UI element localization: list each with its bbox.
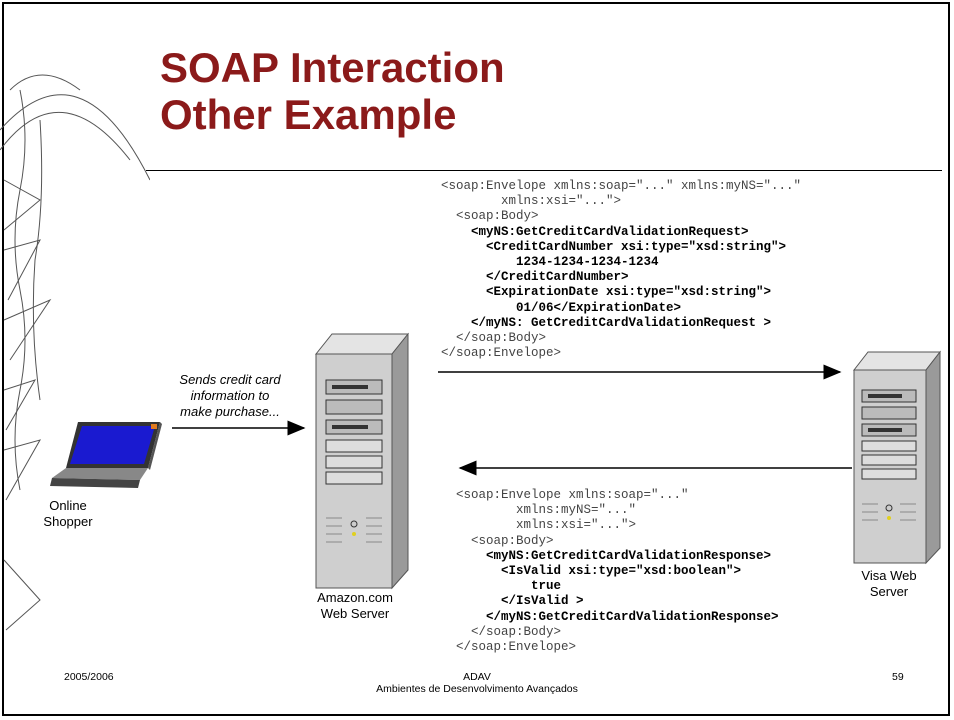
xml-line: </soap:Envelope> [456,640,577,655]
xml-line: <myNS:GetCreditCardValidationRequest> [441,224,749,239]
visa-server-label: Visa Web Server [842,568,936,600]
shopper-label-line: Online [49,498,87,513]
server-tower-icon [314,332,410,590]
xml-line: true [456,579,562,594]
amazon-server-label: Amazon.com Web Server [300,590,410,622]
xml-line: <soap:Envelope xmlns:soap="..." [456,488,689,502]
laptop-icon [50,422,162,488]
xml-line: xmlns:xsi="..."> [456,518,637,533]
send-label: Sends credit card information to make pu… [170,372,290,420]
visa-label-line: Server [869,584,909,599]
page-title: SOAP Interaction Other Example [160,44,505,138]
shopper-label: Online Shopper [38,498,98,530]
footer-course: ADAV Ambientes de Desenvolvimento Avança… [0,671,954,695]
title-line-1: SOAP Interaction [160,44,505,91]
xml-line: 1234-1234-1234-1234 [441,255,659,270]
amazon-label-line: Web Server [320,606,390,621]
xml-line: <IsValid xsi:type="xsd:boolean"> [456,564,742,579]
xml-line: xmlns:xsi="..."> [441,194,622,209]
xml-line: </myNS:GetCreditCardValidationResponse> [456,609,779,624]
request-xml: <soap:Envelope xmlns:soap="..." xmlns:my… [441,179,801,361]
xml-line: <soap:Envelope xmlns:soap="..." xmlns:my… [441,179,802,193]
xml-line: xmlns:myNS="..." [456,503,637,518]
server-tower-icon [852,350,942,565]
xml-line: </soap:Body> [456,624,562,639]
xml-line: </soap:Body> [441,331,547,346]
xml-line: <CreditCardNumber xsi:type="xsd:string"> [441,239,787,254]
xml-line: <myNS:GetCreditCardValidationResponse> [456,548,772,563]
xml-line: <ExpirationDate xsi:type="xsd:string"> [441,285,772,300]
footer-course-name: Ambientes de Desenvolvimento Avançados [376,683,578,695]
xml-line: </CreditCardNumber> [441,270,629,285]
send-label-line: Sends credit card [179,372,281,387]
arc-decoration [0,74,150,631]
title-divider [146,170,942,171]
footer-course-code: ADAV [463,671,491,683]
response-xml: <soap:Envelope xmlns:soap="..." xmlns:my… [456,488,779,655]
shopper-label-line: Shopper [43,514,93,529]
xml-line: <soap:Body> [456,533,554,548]
amazon-label-line: Amazon.com [317,590,393,605]
title-line-2: Other Example [160,91,457,138]
send-label-line: information to [190,388,270,403]
xml-line: </myNS: GetCreditCardValidationRequest > [441,315,772,330]
xml-line: </IsValid > [456,594,584,609]
xml-line: <soap:Body> [441,209,539,224]
xml-line: </soap:Envelope> [441,346,562,361]
footer-year: 2005/2006 [64,671,114,683]
visa-label-line: Visa Web [861,568,917,583]
page-number: 59 [892,671,904,683]
xml-line: 01/06</ExpirationDate> [441,300,682,315]
send-label-line: make purchase... [180,404,280,419]
